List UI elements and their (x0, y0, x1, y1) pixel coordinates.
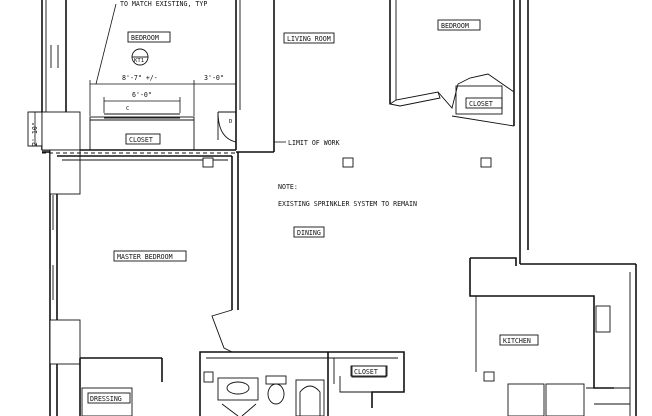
sprinkler-note: EXISTING SPRINKLER SYSTEM TO REMAIN (278, 200, 417, 208)
upper-right-bedroom (388, 0, 521, 264)
upper-left-walls (41, 0, 275, 153)
closet-bath-label: CLOSET (354, 368, 378, 376)
kitchen-walls (469, 0, 637, 416)
dimension-inner-width: 6'-0" (132, 91, 152, 99)
dimension-side-width: 3'-0" (204, 74, 224, 82)
left-exterior-wall (27, 111, 81, 416)
dining-label: DINING (297, 229, 321, 237)
dimension-lines (31, 3, 237, 147)
living-room-label: LIVING ROOM (287, 35, 331, 43)
room-label-boxes (87, 19, 539, 404)
master-bedroom-label: MASTER BEDROOM (117, 253, 173, 261)
keynote-tag: KT1 (131, 48, 149, 66)
bedroom-right-label: BEDROOM (441, 22, 469, 30)
kitchen-label: KITCHEN (503, 337, 531, 345)
match-existing-note: TO MATCH EXISTING, TYP (120, 0, 207, 8)
closet-left-label: CLOSET (129, 136, 153, 144)
columns (202, 157, 495, 382)
door-tag-c: C (126, 106, 129, 112)
limit-of-work-label: LIMIT OF WORK (288, 139, 340, 147)
keynote-text: KT1 (134, 58, 144, 64)
closet-right-label: CLOSET (469, 100, 493, 108)
master-bedroom-walls (57, 152, 239, 416)
note-heading: NOTE: (278, 183, 298, 191)
bedroom-left-label: BEDROOM (131, 34, 159, 42)
dimension-total-width: 8'-7" +/- (122, 74, 158, 82)
door-tag-d: D (229, 119, 233, 125)
dressing-label: DRESSING (90, 395, 122, 403)
dimension-side-height: 2'-10" (31, 122, 39, 146)
bath-walls (199, 351, 405, 416)
dressing-room-outline (81, 387, 133, 416)
